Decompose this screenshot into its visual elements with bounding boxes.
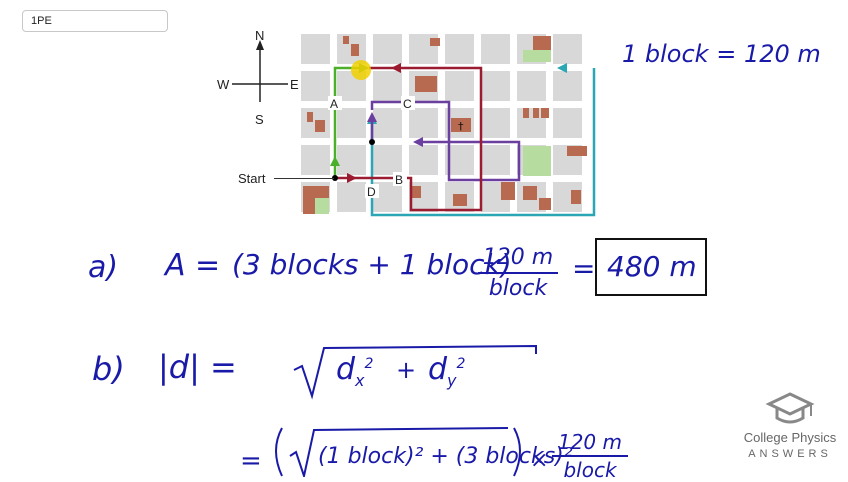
line3-den: block — [563, 458, 617, 482]
map-label-a: A — [330, 97, 338, 111]
part-a-frac-bar — [478, 272, 558, 274]
part-b-dy-sup: 2 — [456, 356, 466, 372]
map-block — [337, 182, 366, 212]
part-a-lhs-text: A = — [165, 248, 221, 283]
map-block — [301, 34, 330, 64]
map-block — [553, 71, 582, 101]
part-a-eq-text: = — [572, 252, 596, 285]
scale-note: 1 block = 120 m — [622, 40, 821, 68]
map-block — [481, 108, 510, 138]
scale-note-text: 1 block = 120 m — [622, 40, 821, 68]
part-a-fraction: 120 m block — [478, 245, 558, 301]
line3-eq-text: = — [240, 446, 262, 476]
map-block — [445, 71, 474, 101]
city-map: † A C B D — [301, 34, 596, 217]
part-a-label: a) — [88, 250, 118, 285]
map-block — [481, 71, 510, 101]
line3-fraction: 120 m block — [552, 430, 628, 482]
part-b-dy-d: d — [428, 352, 448, 387]
part-b-plus-text: + — [396, 356, 417, 384]
svg-text:†: † — [458, 120, 464, 133]
part-b-dx-d: d — [336, 352, 356, 387]
problem-tag-label: 1PE — [31, 15, 52, 27]
line3-radical — [275, 427, 521, 477]
map-block — [337, 145, 366, 175]
compass-e: E — [290, 77, 299, 92]
part-b-dx-sub: x — [355, 371, 365, 390]
part-a-eq: = — [572, 252, 595, 285]
part-a-num: 120 m — [482, 245, 554, 270]
map-block — [301, 145, 330, 175]
start-pointer — [274, 178, 334, 179]
map-block — [481, 145, 510, 175]
map-label-b: B — [395, 173, 403, 187]
part-b-dx: dx2 — [336, 352, 373, 390]
map-block — [481, 34, 510, 64]
part-a-lhs: A = — [165, 248, 220, 283]
part-b-lhs: |d| = — [158, 348, 237, 386]
part-a-den: block — [488, 276, 548, 301]
map-block — [409, 108, 438, 138]
graduation-cap-icon — [765, 392, 815, 424]
line3-expr-text: (1 block)² + (3 blocks)² — [318, 444, 573, 469]
part-b-dx-sup: 2 — [364, 356, 374, 372]
map-block — [373, 71, 402, 101]
map-block — [409, 145, 438, 175]
line3-eq: = — [240, 446, 262, 476]
compass-n: N — [255, 28, 264, 43]
part-a-label-text: a) — [88, 250, 119, 285]
map-label-d: D — [367, 185, 376, 199]
compass-s: S — [255, 112, 264, 127]
map-label-c: C — [403, 97, 412, 111]
map-block — [373, 145, 402, 175]
map-block — [445, 34, 474, 64]
logo-line2: ANSWERS — [748, 448, 832, 460]
map-block — [301, 71, 330, 101]
logo-line1: College Physics — [743, 430, 837, 445]
line3-frac-bar — [552, 455, 628, 457]
part-b-plus: + — [396, 356, 416, 384]
map-block — [373, 108, 402, 138]
line3-times-text: × — [530, 448, 549, 473]
part-b-lhs-text: |d| = — [158, 348, 237, 386]
start-label: Start — [238, 171, 265, 186]
problem-tag: 1PE — [22, 10, 168, 32]
part-b-dy-sub: y — [447, 371, 457, 390]
map-block — [553, 34, 582, 64]
map-block — [517, 71, 546, 101]
part-a-result: 480 m — [607, 250, 697, 283]
map-block — [337, 108, 366, 138]
compass-rose: N S W E — [217, 28, 299, 127]
line3-num: 120 m — [557, 430, 622, 454]
compass-w: W — [217, 77, 230, 92]
part-b-radical — [293, 344, 537, 400]
college-physics-logo: College Physics ANSWERS — [740, 390, 840, 465]
map-block — [553, 108, 582, 138]
line3-expr: (1 block)² + (3 blocks)² — [318, 444, 573, 469]
purple-path-2 — [370, 100, 521, 182]
part-b-label: b) — [92, 350, 125, 388]
map-block — [373, 34, 402, 64]
part-b-label-text: b) — [92, 350, 125, 388]
part-a-expr: (3 blocks + 1 block) — [232, 248, 512, 281]
part-b-dy: dy2 — [428, 352, 465, 390]
part-a-result-box: 480 m — [595, 238, 707, 296]
part-a-expr-text: (3 blocks + 1 block) — [232, 248, 512, 281]
start-text: Start — [238, 171, 266, 186]
line3-times: × — [530, 448, 548, 473]
